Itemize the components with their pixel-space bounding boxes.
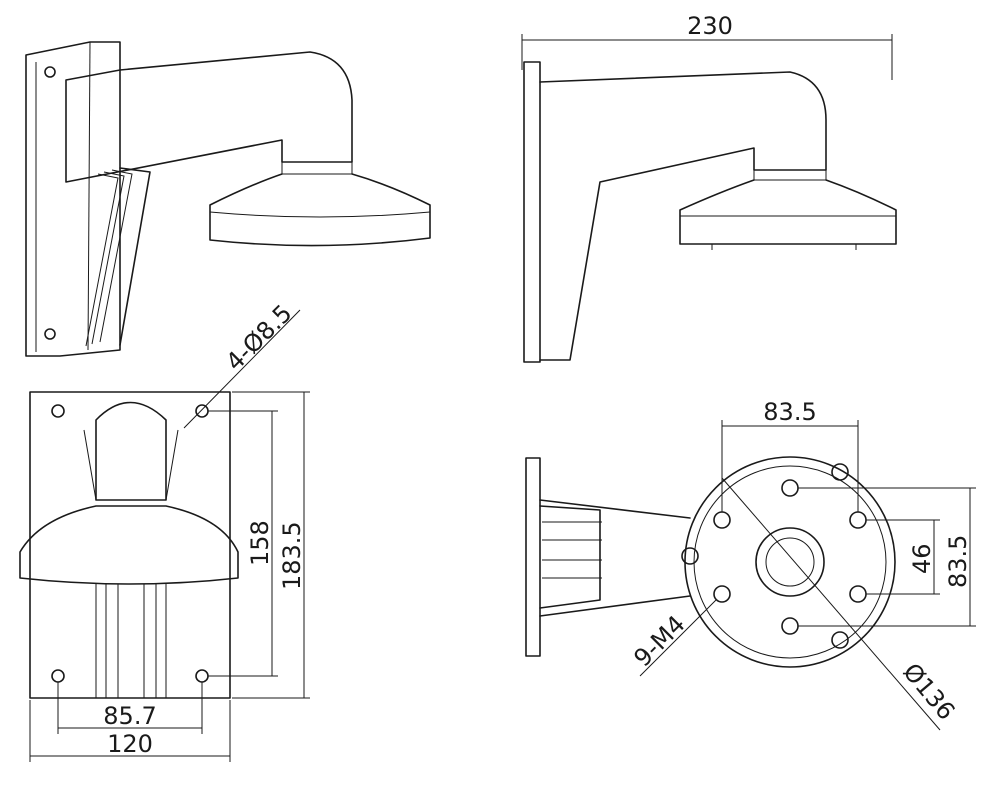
dim-flange-hole-span-v-outer: 83.5	[944, 535, 972, 588]
view-top: 83.5 46 83.5 9-M4 Ø136	[525, 398, 976, 731]
view-front: 4-Ø8.5 158 183.5 85.7 120	[19, 299, 310, 762]
dim-hole-pitch-horizontal: 85.7	[103, 702, 156, 730]
view-side: 230	[521, 12, 897, 363]
view-perspective	[25, 41, 431, 357]
dim-plate-height: 183.5	[278, 521, 306, 590]
dim-thread-holes: 9-M4	[628, 610, 690, 672]
dim-plate-width: 120	[107, 730, 153, 758]
dim-flange-hole-span-h: 83.5	[763, 398, 816, 426]
dim-flange-hole-span-v-inner: 46	[908, 543, 936, 574]
dim-hole-pitch-vertical: 158	[246, 520, 274, 566]
dim-mount-hole-spec: 4-Ø8.5	[220, 299, 297, 376]
dim-overall-length: 230	[687, 12, 733, 40]
